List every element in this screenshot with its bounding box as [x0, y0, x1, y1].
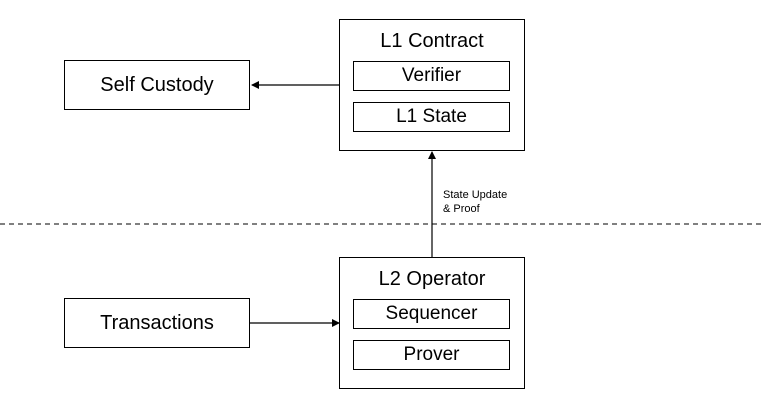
verifier-box: Verifier [353, 61, 510, 91]
l1-state-box: L1 State [353, 102, 510, 132]
l2-operator-box: L2 Operator Sequencer Prover [339, 257, 525, 389]
sequencer-box: Sequencer [353, 299, 510, 329]
l1-state-label: L1 State [396, 106, 467, 127]
sequencer-label: Sequencer [385, 303, 478, 324]
transactions-label: Transactions [100, 311, 214, 334]
prover-box: Prover [353, 340, 510, 370]
l1-contract-title: L1 Contract [380, 30, 484, 52]
prover-label: Prover [403, 344, 460, 365]
verifier-label: Verifier [401, 65, 462, 86]
l2-operator-title: L2 Operator [378, 268, 486, 290]
self-custody-box: Self Custody [64, 60, 250, 110]
l1-contract-box: L1 Contract Verifier L1 State [339, 19, 525, 151]
state-update-proof-label: State Update & Proof [443, 189, 508, 215]
self-custody-label: Self Custody [100, 73, 214, 96]
transactions-box: Transactions [64, 298, 250, 348]
